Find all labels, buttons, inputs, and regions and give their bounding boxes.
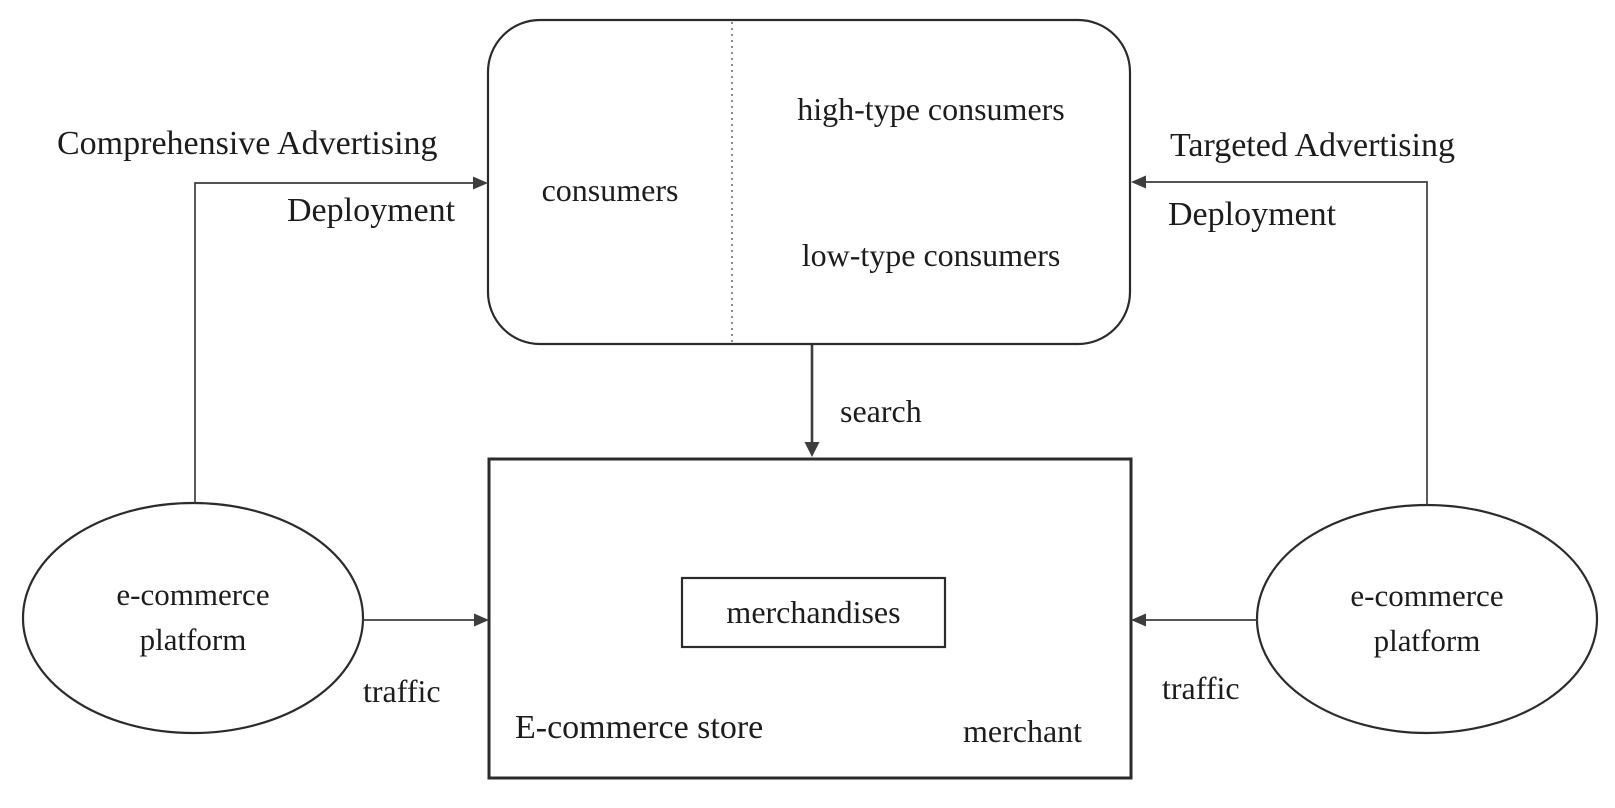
right-platform-line2: platform <box>1373 623 1481 658</box>
left-traffic-arrowhead-icon <box>474 613 489 627</box>
comprehensive-deployment-label: Deployment <box>287 192 456 229</box>
search-label: search <box>840 393 922 429</box>
targeted-advertising-label: Targeted Advertising <box>1170 127 1455 164</box>
ecommerce-store-label: E-commerce store <box>515 709 764 746</box>
right-platform-label: e-commerce platform <box>1257 505 1597 733</box>
consumers-box <box>486 18 1132 346</box>
left-platform-label: e-commerce platform <box>23 503 363 733</box>
merchandises-box <box>680 576 947 649</box>
left-platform-ellipse <box>21 501 365 735</box>
search-arrowhead-icon <box>804 442 820 457</box>
merchandises-label: merchandises <box>726 594 901 631</box>
right-traffic-arrowhead-icon <box>1131 613 1146 627</box>
comprehensive-advertising-label: Comprehensive Advertising <box>57 125 438 162</box>
left-traffic-label: traffic <box>363 673 441 709</box>
merchant-label: merchant <box>963 713 1083 749</box>
left-platform-line2: platform <box>139 622 247 657</box>
ecommerce-store-box <box>487 457 1133 780</box>
targeted-ad-arrowhead-icon <box>1131 175 1146 189</box>
right-platform-line1: e-commerce <box>1350 578 1504 614</box>
right-traffic-label: traffic <box>1162 670 1240 706</box>
low-type-consumers-label: low-type consumers <box>801 237 1061 273</box>
high-type-consumers-label: high-type consumers <box>797 91 1065 127</box>
comprehensive-ad-edge <box>194 182 475 503</box>
comprehensive-ad-arrowhead-icon <box>473 176 488 190</box>
left-platform-line1: e-commerce <box>116 577 270 613</box>
targeted-deployment-label: Deployment <box>1168 196 1337 233</box>
consumers-label: consumers <box>541 172 679 208</box>
targeted-ad-edge <box>1144 181 1428 505</box>
